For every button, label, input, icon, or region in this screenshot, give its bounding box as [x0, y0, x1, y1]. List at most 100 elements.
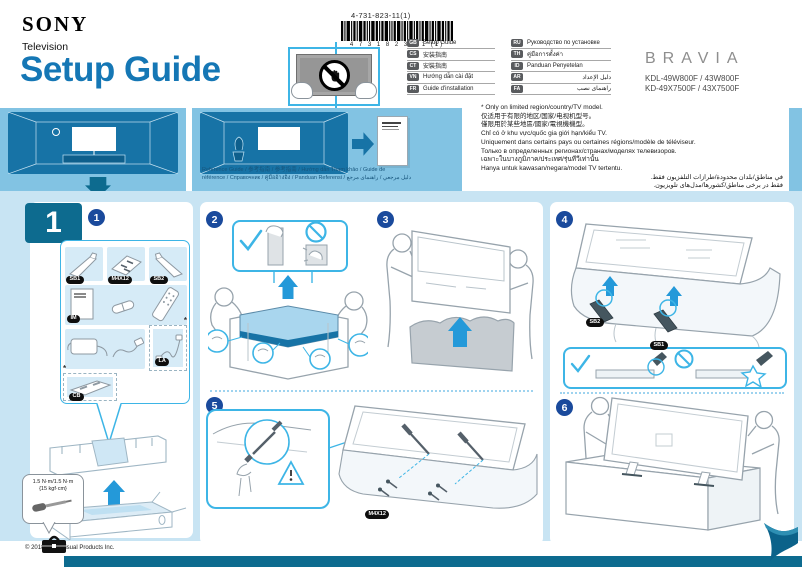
up-arrow-icon: [448, 317, 472, 347]
language-label: Guide d'installation: [423, 85, 474, 92]
barcode-digits: 4 7 3 1 8 2 3 1 1 (1): [349, 42, 445, 48]
region-notes: * Only on limited region/country/TV mode…: [481, 104, 783, 191]
ac-adapter-cord-icon: [67, 337, 145, 358]
note-line: Hanya untuk kawasan/negara/model TV tert…: [481, 164, 623, 172]
language-code-badge: FR: [407, 84, 419, 93]
caution-triangle-icon: [277, 460, 305, 485]
no-touch-icon: [319, 60, 350, 91]
language-label: 安装指南: [423, 52, 448, 59]
optional-part-box-la: * LA: [149, 317, 187, 371]
language-row: AR دليل الإعداد: [511, 73, 611, 84]
no-touch-warning: [288, 42, 380, 113]
step5-screw-stand-illustration: [206, 405, 538, 509]
step-badge-2: 2: [206, 211, 223, 228]
language-row: VN Hướng dẫn cài đặt: [407, 73, 495, 84]
language-code-badge: VN: [407, 73, 419, 81]
language-row: RU Руководство по установке: [511, 38, 611, 49]
language-code-badge: RU: [511, 38, 523, 47]
note-line-rtl: في مناطق/بلدان محدودة/طرازات التلفزيون ف…: [650, 173, 783, 181]
band-right-sliver: [789, 108, 802, 191]
section-number-tile: 1: [25, 203, 82, 243]
language-label: Руководство по установке: [527, 39, 600, 46]
part-label-m4x12: M4X12: [108, 275, 133, 284]
part-tile-sb2: SB2: [149, 247, 187, 284]
step-badge-1: 1: [88, 209, 105, 226]
step2-lift-from-box-illustration: [208, 220, 368, 380]
check-icon: [570, 354, 591, 373]
model-numbers: KDL-49W800F / 43W800F KD-49X7500F / 43X7…: [645, 74, 739, 94]
language-code-badge: AR: [511, 73, 523, 81]
page-title: Setup Guide: [20, 50, 221, 89]
step-badge-3: 3: [377, 211, 394, 228]
note-line-rtl: فقط در برخی مناطق/کشورها/مدل‌های تلویزیو…: [653, 182, 783, 190]
part-label-sb1: SB1: [66, 275, 84, 284]
language-label: Setup Guide: [423, 39, 457, 46]
room-illustration-placement: [8, 112, 178, 174]
torque-line: {15 kgf·cm}: [39, 486, 67, 492]
language-row: CS 安装指南: [407, 50, 495, 61]
room-illustration-reference: [200, 112, 348, 174]
step4-label-sb2: SB2: [586, 318, 604, 327]
reference-guide-icon: [377, 116, 408, 166]
sony-logo: SONY: [22, 12, 89, 36]
grip-highlight-circles: [208, 329, 368, 370]
language-row: GB Setup Guide: [407, 38, 495, 49]
unboxing-illustration: [40, 435, 187, 540]
screw-bag-icon: [111, 255, 142, 276]
language-code-badge: TH: [511, 50, 523, 58]
language-row: TH คู่มือการตั้งค่า: [511, 50, 611, 61]
bravia-logo: BRAVIA: [645, 50, 745, 67]
part-label-la: LA: [155, 357, 170, 366]
step4-attach-stand-illustration: [563, 223, 787, 389]
optional-part-box-cb: * CB: [63, 365, 117, 401]
step3-lift-tv-illustration: [386, 230, 534, 372]
note-line: เฉพาะในบางภูมิภาค/ประเทศ/รุ่นทีวีเท่านั้…: [481, 156, 599, 164]
language-code-badge: FA: [511, 84, 523, 93]
note-line: Uniquement dans certains pays ou certain…: [481, 138, 696, 146]
step4-label-sb1: SB1: [650, 341, 668, 350]
part-number: 4-731-823-11(1): [351, 11, 411, 20]
asterisk-mark: *: [183, 316, 187, 325]
language-label: Hướng dẫn cài đặt: [423, 74, 473, 80]
language-label: راهنمای نصب: [577, 86, 611, 92]
impact-spark-icon: [740, 364, 767, 389]
stand-leg-icon: [154, 252, 183, 278]
note-line: 僅限用於某些地區/國家/電視機機型。: [481, 121, 589, 129]
language-label: دليل الإعداد: [582, 74, 611, 81]
language-code-badge: CT: [407, 61, 419, 70]
screwdriver-icon: [32, 499, 72, 512]
language-row: FR Guide d'installation: [407, 84, 495, 95]
note-line: 仅适用于有限的地区/国家/电视机型号。: [481, 112, 596, 120]
reference-caption-line: référence / Справочник / คู่มืออ้างอิง /…: [202, 174, 412, 181]
model-line: KDL-49W800F / 43W800F: [645, 74, 740, 83]
language-row: FA راهنمای نصب: [511, 84, 611, 95]
language-code-badge: GB: [407, 38, 419, 47]
dotted-divider: [210, 390, 533, 392]
step-badge-6: 6: [556, 399, 573, 416]
prohibition-icon: [305, 221, 327, 243]
prohibition-icon: [674, 349, 694, 369]
left-hand-icon: [291, 82, 313, 99]
part-tile-accessories: IM: [65, 285, 187, 325]
step5-label-m4x12: M4X12: [365, 510, 390, 519]
part-label-cb: CB: [69, 392, 84, 401]
language-label: คู่มือการตั้งค่า: [527, 52, 564, 58]
part-tile-adapter-cord: [65, 329, 145, 369]
note-line: Chỉ có ở khu vực/quốc gia giới hạn/kiểu …: [481, 130, 607, 138]
part-label-sb2: SB2: [150, 275, 168, 284]
reference-caption: Reference Guide / 参考指南 / 参考指南 / Hướng dẫ…: [202, 167, 462, 182]
product-type-label: Television: [22, 41, 69, 53]
copyright-notice: © 2018 Sony Visual Products Inc.: [25, 545, 115, 551]
language-code-badge: CS: [407, 50, 419, 58]
manual-batteries-remote-icon: [70, 287, 179, 322]
part-label-im: IM: [67, 314, 81, 323]
step6-place-tv-illustration: [565, 396, 780, 531]
language-code-badge: ID: [511, 61, 523, 70]
part-tile-sb1: SB1: [65, 247, 103, 284]
check-icon: [239, 229, 263, 252]
model-line: KD-49X7500F / 43X7500F: [645, 84, 740, 93]
